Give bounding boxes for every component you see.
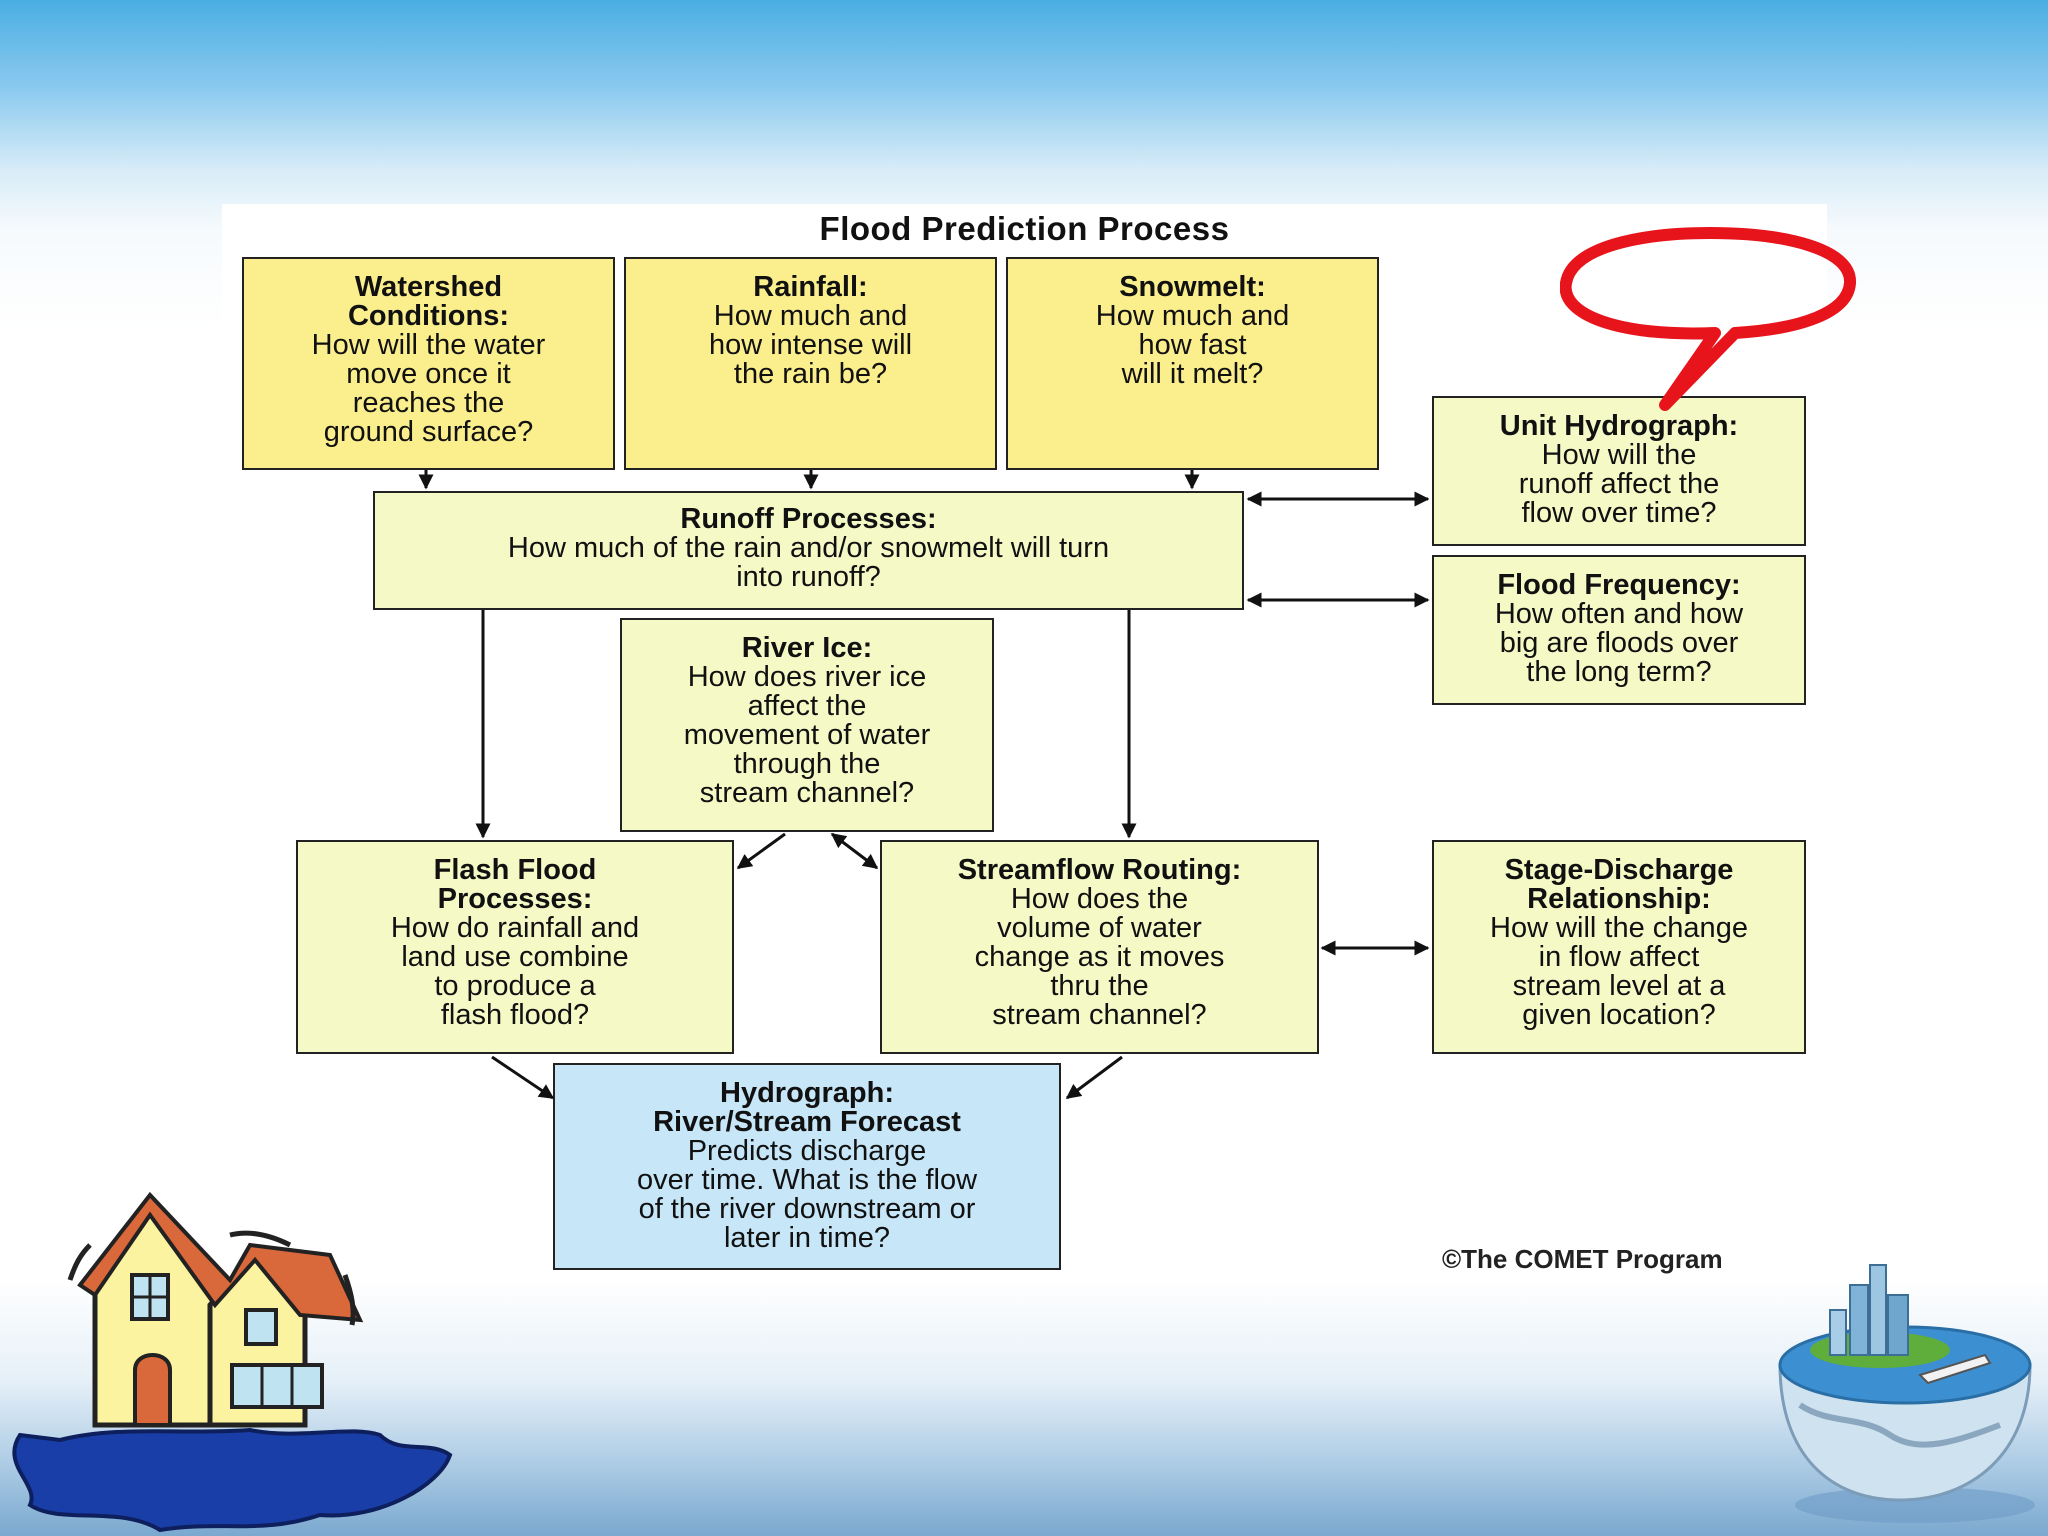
- flooded-house-clipart: [12, 1191, 453, 1533]
- node-stage-discharge-body: How will the change in flow affect strea…: [1490, 912, 1748, 1031]
- node-flash-flood-head: Flash Flood Processes:: [433, 854, 597, 915]
- node-watershed-head: Watershed Conditions:: [347, 271, 510, 332]
- node-unit-hydrograph-head: Unit Hydrograph:: [1499, 410, 1739, 442]
- node-flash-flood-processes: Flash Flood Processes: How do rainfall a…: [296, 840, 734, 1054]
- node-stage-discharge-head: Stage-Discharge Relationship:: [1504, 854, 1734, 915]
- speech-bubble-callout: [1560, 227, 1856, 411]
- node-hydrograph-head: Hydrograph: River/Stream Forecast: [653, 1077, 961, 1138]
- arrow-flash-flood-to-hydrograph: [491, 1055, 555, 1100]
- node-runoff-processes: Runoff Processes: How much of the rain a…: [373, 491, 1244, 610]
- node-rainfall-head: Rainfall:: [753, 271, 868, 303]
- node-river-ice: River Ice: How does river ice affect the…: [620, 618, 994, 832]
- node-stage-discharge: Stage-Discharge Relationship: How will t…: [1432, 840, 1806, 1054]
- node-snowmelt-head: Snowmelt:: [1119, 271, 1266, 303]
- node-rainfall: Rainfall: How much and how intense will …: [624, 257, 997, 470]
- diagram-title: Flood Prediction Process: [819, 210, 1230, 247]
- node-snowmelt-body: How much and how fast will it melt?: [1095, 300, 1290, 390]
- node-flood-frequency: Flood Frequency: How often and how big a…: [1432, 555, 1806, 705]
- node-runoff-body: How much of the rain and/or snowmelt wil…: [507, 532, 1110, 593]
- globe-city-clipart: [1778, 1264, 2035, 1523]
- node-flood-frequency-body: How often and how big are floods over th…: [1494, 598, 1744, 688]
- node-hydrograph-forecast: Hydrograph: River/Stream Forecast Predic…: [553, 1063, 1061, 1270]
- node-hydrograph-body: Predicts discharge over time. What is th…: [636, 1135, 978, 1254]
- arrow-river-ice-to-flash-flood: [736, 832, 786, 870]
- node-river-ice-head: River Ice:: [741, 632, 873, 664]
- node-unit-hydrograph: Unit Hydrograph: How will the runoff aff…: [1432, 396, 1806, 546]
- node-watershed-conditions: Watershed Conditions: How will the water…: [242, 257, 615, 470]
- arrow-streamflow-to-hydrograph: [1065, 1055, 1123, 1100]
- copyright-credit: ©The COMET Program: [1442, 1244, 1723, 1274]
- node-rainfall-body: How much and how intense will the rain b…: [708, 300, 913, 390]
- node-runoff-head: Runoff Processes:: [680, 503, 937, 535]
- node-snowmelt: Snowmelt: How much and how fast will it …: [1006, 257, 1379, 470]
- node-unit-hydrograph-body: How will the runoff affect the flow over…: [1518, 439, 1720, 529]
- node-flash-flood-body: How do rainfall and land use combine to …: [390, 912, 640, 1031]
- node-streamflow-body: How does the volume of water change as i…: [974, 883, 1225, 1031]
- node-streamflow-routing: Streamflow Routing: How does the volume …: [880, 840, 1319, 1054]
- node-river-ice-body: How does river ice affect the movement o…: [683, 661, 931, 809]
- node-watershed-body: How will the water move once it reaches …: [311, 329, 546, 448]
- node-flood-frequency-head: Flood Frequency:: [1497, 569, 1741, 601]
- node-streamflow-head: Streamflow Routing:: [957, 854, 1242, 886]
- arrow-river-ice-streamflow: [830, 832, 879, 870]
